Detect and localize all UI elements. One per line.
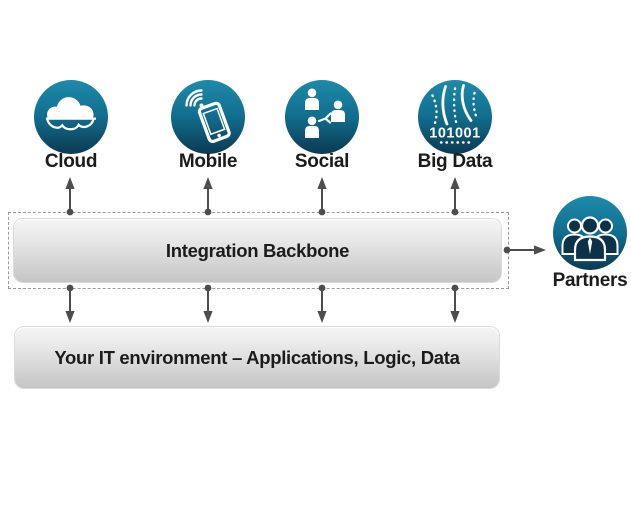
channel-label-social: Social [294,151,350,172]
it-environment-bar: Your IT environment – Applications, Logi… [15,327,499,388]
arrow-backbone-to-it-3 [317,284,327,323]
social-icon [285,80,359,154]
big-data-icon: 101001 [418,80,492,154]
partners-label: Partners [552,270,628,291]
arrow-backbone-to-big-data [450,177,460,216]
arrow-backbone-to-mobile [203,177,213,216]
channel-label-mobile: Mobile [178,151,238,172]
channel-label-cloud: Cloud [44,151,98,172]
arrow-backbone-to-it-1 [65,284,75,323]
it-environment-label: Your IT environment – Applications, Logi… [54,346,460,368]
mobile-icon [171,80,245,154]
channel-label-big-data: Big Data [417,151,493,172]
big-data-binary-text: 101001 [429,126,480,142]
arrow-backbone-to-it-2 [203,284,213,323]
arrow-backbone-to-partners [503,245,546,255]
partners-icon [553,196,627,270]
arrow-backbone-to-social [317,177,327,216]
arrow-backbone-to-cloud [65,177,75,216]
integration-backbone-bar: Integration Backbone [14,219,501,282]
cloud-icon [34,80,108,154]
integration-backbone-label: Integration Backbone [165,239,350,261]
arrow-backbone-to-it-4 [450,284,460,323]
